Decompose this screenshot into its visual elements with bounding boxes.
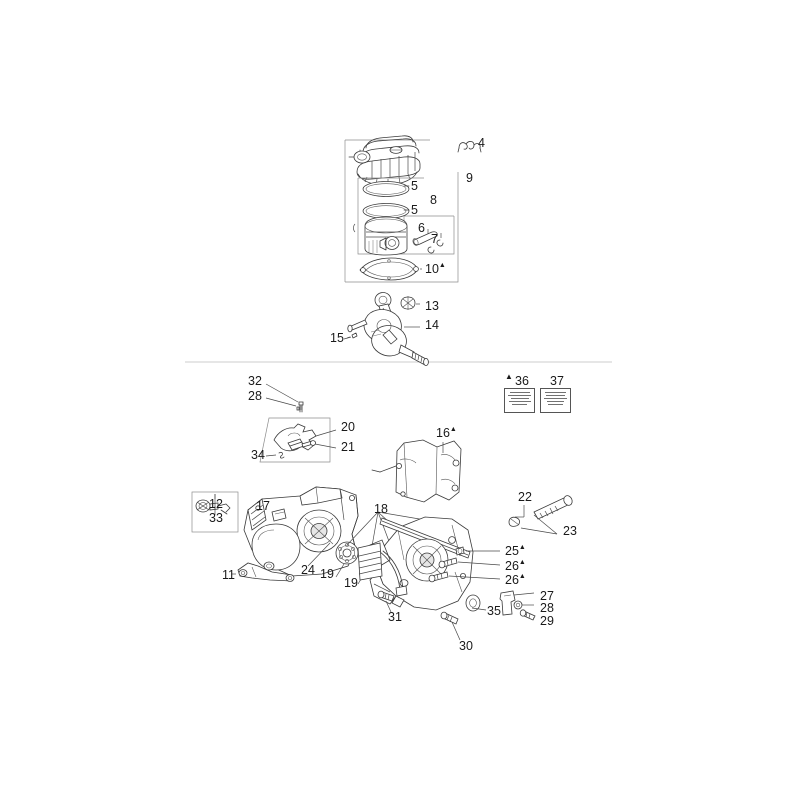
callout-5-upper: 5 bbox=[411, 179, 418, 194]
leader-part-15 bbox=[343, 336, 352, 340]
callout-25: 25▲ bbox=[505, 544, 526, 559]
part-15-key bbox=[346, 332, 358, 339]
callout-10: 10▲ bbox=[425, 262, 446, 277]
callout-13: 13 bbox=[425, 299, 439, 314]
callout-27: 27 bbox=[540, 589, 554, 604]
callout-31: 31 bbox=[388, 610, 402, 625]
callout-29: 29 bbox=[540, 614, 554, 629]
callout-11: 11 bbox=[222, 568, 235, 583]
part-11-bracket bbox=[232, 562, 295, 582]
callout-18: 18 bbox=[374, 502, 388, 517]
part-32-28-screws bbox=[265, 383, 304, 413]
piston-ring-lower-part-5 bbox=[362, 203, 410, 219]
callout-33: 33 bbox=[209, 511, 223, 526]
callout-12: 12 bbox=[209, 497, 223, 512]
part-4-clip bbox=[457, 141, 482, 153]
part-26-fastener-a bbox=[438, 557, 501, 569]
sticker-36-microtext bbox=[507, 392, 532, 410]
part-22-nut bbox=[508, 505, 525, 527]
callout-9: 9 bbox=[466, 171, 473, 186]
part-26-fastener-b bbox=[428, 571, 501, 583]
bearing-part-19-a bbox=[335, 541, 359, 578]
circlips-part-7 bbox=[427, 233, 444, 254]
callout-34: 34 bbox=[251, 448, 265, 463]
sticker-37-microtext bbox=[543, 392, 568, 410]
cylinder-part-9 bbox=[348, 135, 421, 186]
callout-6: 6 bbox=[418, 221, 425, 236]
oilpump-inset-frame bbox=[191, 491, 239, 533]
callout-19-b: 19 bbox=[344, 576, 358, 591]
cover-rib-plate bbox=[357, 542, 383, 581]
callout-35: 35 bbox=[487, 604, 501, 619]
part-35-washer bbox=[465, 594, 487, 612]
callout-28-upper: 28 bbox=[248, 389, 262, 404]
callout-20: 20 bbox=[341, 420, 355, 435]
callout-8: 8 bbox=[430, 193, 437, 208]
callout-36: 36▲ bbox=[505, 372, 529, 388]
callout-24: 24 bbox=[301, 563, 315, 578]
base-gasket-part-10 bbox=[359, 257, 422, 281]
callout-7: 7 bbox=[431, 232, 438, 247]
callout-4: 4 bbox=[478, 136, 485, 151]
callout-37: 37 bbox=[550, 374, 564, 389]
callout-26-a: 26▲ bbox=[505, 559, 526, 574]
warning-sticker-37 bbox=[540, 388, 571, 413]
part-34-spring bbox=[265, 451, 285, 459]
part-21-lever bbox=[287, 438, 337, 451]
warning-sticker-36 bbox=[504, 388, 535, 413]
callout-19-a: 19 bbox=[320, 567, 334, 582]
piston-ring-upper-part-5 bbox=[362, 181, 410, 197]
leader-part-24 bbox=[307, 542, 331, 567]
part-31-screw bbox=[377, 590, 395, 613]
callout-15: 15 bbox=[330, 331, 344, 346]
crankcase-left-half bbox=[243, 486, 359, 577]
callout-26-b: 26▲ bbox=[505, 573, 526, 588]
part-27-lever bbox=[499, 590, 535, 616]
callout-14: 14 bbox=[425, 318, 439, 333]
part-30-screw bbox=[440, 611, 461, 641]
part-28-pin bbox=[513, 600, 534, 610]
part-23-stud-bolt bbox=[520, 495, 573, 535]
callout-32: 32 bbox=[248, 374, 262, 389]
crankshaft-part-14 bbox=[347, 292, 429, 366]
part-13-cap bbox=[400, 296, 420, 310]
callout-30: 30 bbox=[459, 639, 473, 654]
piston-part-8 bbox=[353, 216, 408, 256]
callout-21: 21 bbox=[341, 440, 355, 455]
intake-inset-frame bbox=[259, 417, 331, 463]
part-16-crankcase-gasket bbox=[371, 439, 462, 503]
callout-23: 23 bbox=[563, 524, 577, 539]
piston-pin-part-6 bbox=[412, 229, 438, 246]
part-29-screw bbox=[519, 609, 536, 621]
callout-17: 17 bbox=[256, 499, 270, 514]
callout-5-lower: 5 bbox=[411, 203, 418, 218]
callout-22: 22 bbox=[518, 490, 532, 505]
callout-28-lower: 28 bbox=[540, 601, 554, 616]
callout-16: 16▲ bbox=[436, 426, 457, 441]
part-25-fastener bbox=[455, 546, 500, 556]
